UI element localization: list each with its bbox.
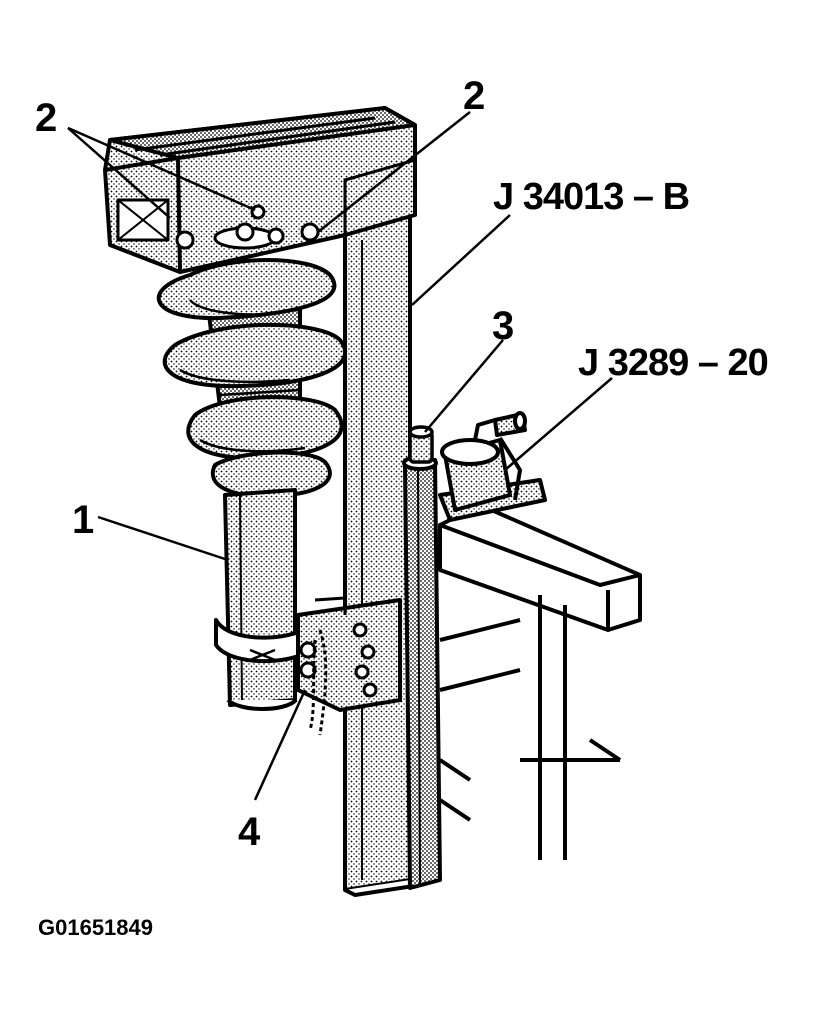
work-bench: [438, 503, 642, 860]
callout-1: 1: [72, 498, 95, 542]
item-1-strut-tube: [214, 488, 320, 711]
item-3-pin: [408, 425, 434, 464]
callout-4: 4: [238, 810, 261, 854]
leader-3: [424, 339, 504, 433]
leader-2-left-a: [67, 127, 171, 219]
leader-1: [97, 515, 229, 562]
callout-2-left: 2: [35, 96, 58, 140]
callout-3: 3: [492, 304, 515, 348]
leader-2-left-b: [67, 126, 256, 212]
leader-2-right: [317, 111, 471, 233]
upper-mount-plate: [103, 106, 417, 274]
figure-code: G01651849: [38, 915, 153, 940]
leader-lines: [67, 111, 613, 801]
leader-j3289-20: [504, 377, 613, 471]
slide-rail: [402, 455, 442, 890]
callout-tool-j3289-20: J 3289 – 20: [578, 342, 769, 384]
adapter-j3289-20: [438, 411, 547, 522]
item-4-clamp-bracket: [296, 596, 402, 736]
coil-spring: [156, 258, 348, 499]
callout-2-right: 2: [463, 74, 486, 118]
callout-tool-j34013-b: J 34013 – B: [493, 176, 690, 218]
leader-4: [253, 689, 307, 801]
leader-j34013-b: [411, 214, 511, 306]
